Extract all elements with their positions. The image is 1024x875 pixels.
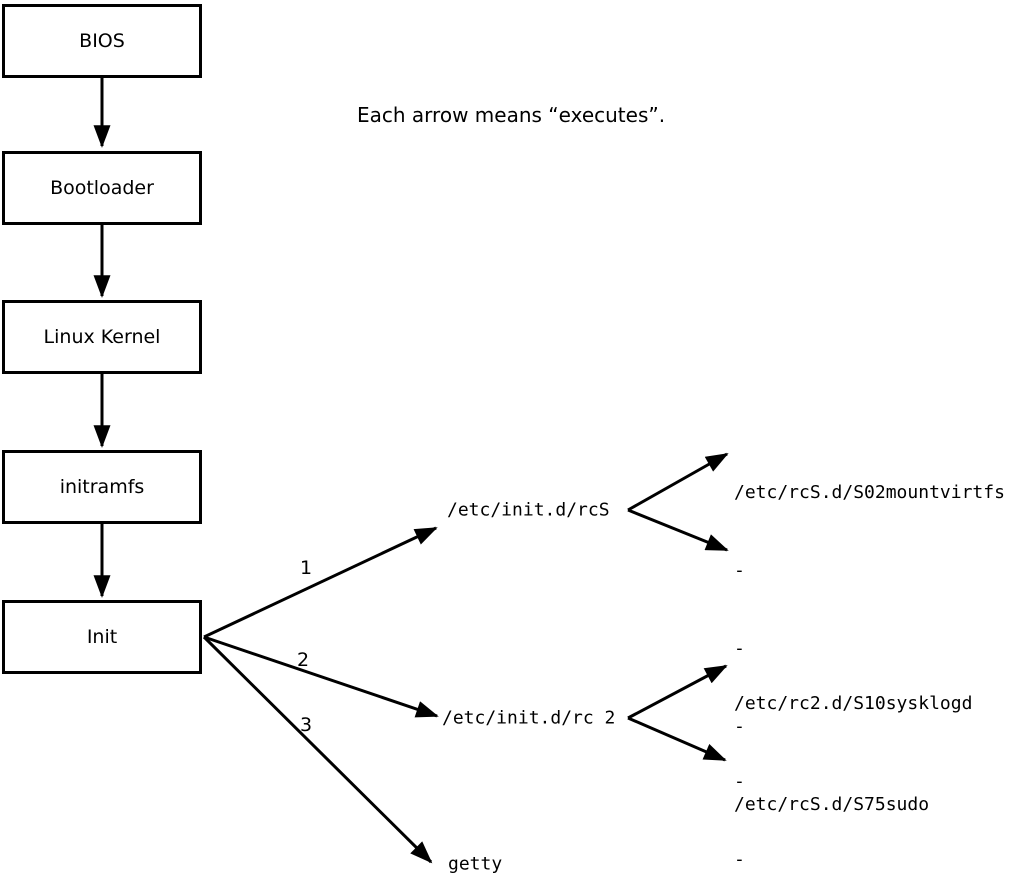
rc2-child-dash-2: - — [734, 849, 745, 870]
node-bios-label: BIOS — [79, 30, 125, 52]
rcs-child-s75sudo: /etc/rcS.d/S75sudo — [734, 794, 930, 815]
arrow-number-1: 1 — [300, 557, 313, 579]
node-initramfs-label: initramfs — [59, 476, 145, 498]
note-text: Each arrow means “executes”. — [357, 103, 666, 127]
rc2-child-dash-1: - — [734, 771, 745, 792]
node-linux-kernel-label: Linux Kernel — [43, 326, 161, 348]
node-linux-kernel: Linux Kernel — [2, 300, 202, 374]
arrow-rc2-to-s10sysklogd — [627, 664, 728, 720]
rcs-child-dash-1: - — [734, 560, 745, 581]
arrow-rcs-to-s02mountvirtfs — [627, 452, 729, 512]
rcs-children-list: /etc/rcS.d/S02mountvirtfs - - - /etc/rcS… — [734, 428, 1005, 870]
arrow-init-to-getty — [202, 635, 433, 864]
node-bootloader: Bootloader — [2, 151, 202, 225]
arrow-rc2-to-s99gdm — [627, 716, 727, 762]
rc2-child-s10sysklogd: /etc/rc2.d/S10sysklogd — [734, 693, 973, 714]
rcs-child-s02mountvirtfs: /etc/rcS.d/S02mountvirtfs — [734, 482, 1005, 503]
node-initramfs: initramfs — [2, 450, 202, 524]
target-getty-label: getty — [448, 853, 503, 875]
arrow-init-to-rc2 — [203, 635, 439, 718]
node-init-label: Init — [86, 626, 118, 648]
node-bootloader-label: Bootloader — [50, 177, 154, 199]
arrow-init-to-rcs — [203, 526, 438, 639]
arrow-rcs-to-s75sudo — [627, 508, 729, 552]
arrow-number-2: 2 — [297, 649, 310, 671]
node-bios: BIOS — [2, 4, 202, 78]
node-init: Init — [2, 600, 202, 674]
rcs-child-dash-2: - — [734, 638, 745, 659]
target-rcs-label: /etc/init.d/rcS — [447, 499, 610, 521]
target-rc2-label: /etc/init.d/rc 2 — [442, 707, 616, 729]
rc2-children-list: /etc/rc2.d/S10sysklogd - - - /etc/rc2.d/… — [734, 639, 972, 875]
arrow-number-3: 3 — [300, 714, 313, 736]
rcs-child-dash-3: - — [734, 716, 745, 737]
